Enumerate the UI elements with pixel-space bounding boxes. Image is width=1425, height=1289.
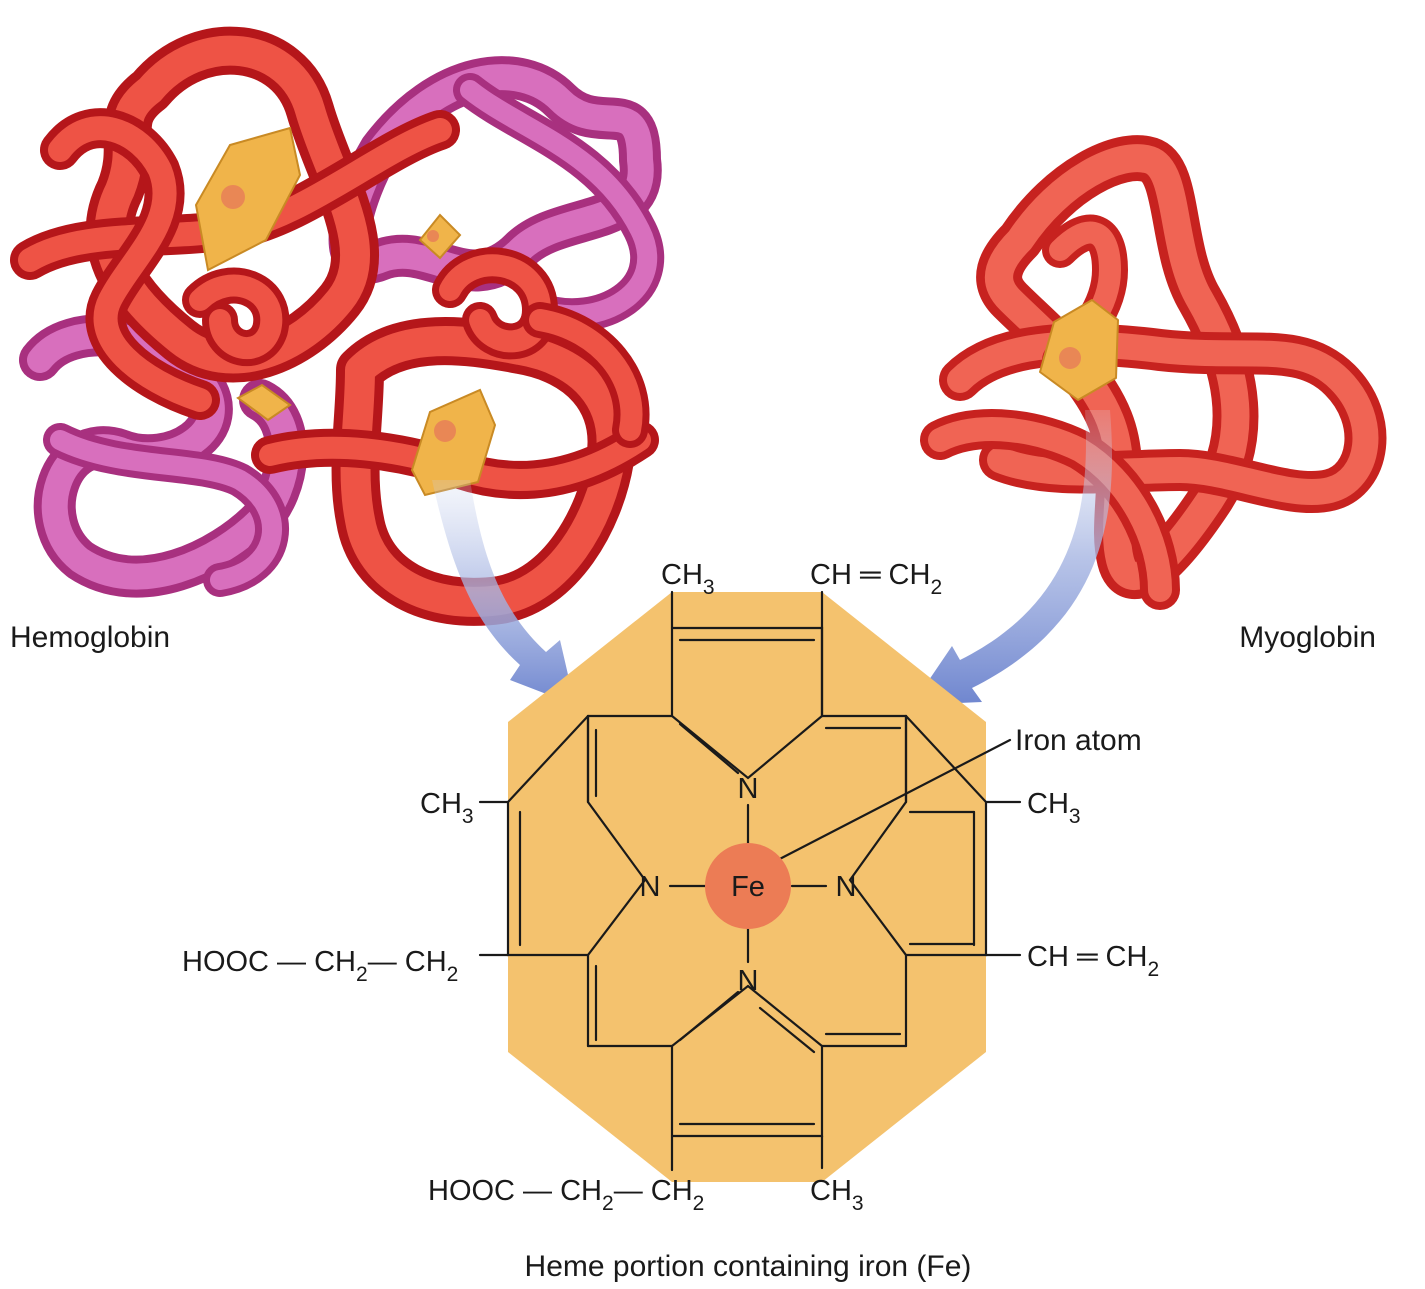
svg-text:CH ═ CH2: CH ═ CH2: [1027, 941, 1159, 981]
group-text: CH ═ CH: [1027, 941, 1147, 973]
svg-text:CH ═ CH2: CH ═ CH2: [810, 559, 942, 599]
heme-structure: Fe N N N N CH3 CH ═ CH2 CH3 HOOC — CH2— …: [182, 559, 1159, 1215]
group-right-lower: CH ═ CH2: [1027, 941, 1159, 981]
hemoglobin-heme-groups: [194, 126, 497, 497]
group-bottom-right: CH3: [810, 1175, 864, 1215]
group-subscript: 2: [930, 576, 942, 599]
svg-text:CH3: CH3: [661, 559, 715, 599]
group-text: CH ═ CH: [810, 559, 930, 591]
heme-iron-dot: [427, 230, 439, 242]
group-subscript: 2: [1147, 958, 1159, 981]
group-text: — CH: [614, 1175, 693, 1207]
hemoglobin-label: Hemoglobin: [10, 621, 170, 654]
group-text: HOOC — CH: [182, 946, 356, 978]
heme-iron-dot: [221, 185, 245, 209]
group-text: HOOC — CH: [428, 1175, 602, 1207]
group-subscript: 2: [356, 963, 368, 986]
group-subscript: 2: [602, 1192, 614, 1215]
nitrogen-right: N: [836, 871, 857, 903]
hemoglobin-illustration: [10, 26, 664, 626]
group-text: CH: [661, 559, 703, 591]
myoglobin-label: Myoglobin: [1239, 621, 1376, 654]
group-text: CH: [420, 788, 462, 820]
svg-text:CH3: CH3: [1027, 788, 1081, 828]
group-top-right: CH ═ CH2: [810, 559, 942, 599]
group-text: — CH: [368, 946, 447, 978]
nitrogen-left: N: [640, 871, 661, 903]
group-subscript: 2: [447, 963, 459, 986]
myoglobin-illustration: [920, 135, 1387, 610]
nitrogen-bottom: N: [738, 965, 759, 997]
group-subscript: 2: [693, 1192, 705, 1215]
group-left-lower: HOOC — CH2— CH2: [182, 946, 458, 986]
svg-text:HOOC — CH2— CH2: HOOC — CH2— CH2: [428, 1175, 704, 1215]
group-left-upper: CH3: [420, 788, 474, 828]
group-subscript: 3: [1069, 805, 1081, 828]
group-bottom-left: HOOC — CH2— CH2: [428, 1175, 704, 1215]
left-arrow: [432, 480, 575, 705]
group-subscript: 3: [852, 1192, 864, 1215]
nitrogen-top: N: [738, 773, 759, 805]
group-subscript: 3: [703, 576, 715, 599]
group-text: CH: [1027, 788, 1069, 820]
iron-atom: [705, 843, 791, 929]
svg-text:HOOC — CH2— CH2: HOOC — CH2— CH2: [182, 946, 458, 986]
group-top-left: CH3: [661, 559, 715, 599]
iron-atom-label: Iron atom: [1015, 724, 1142, 757]
right-arrow: [912, 410, 1113, 705]
svg-text:CH3: CH3: [810, 1175, 864, 1215]
svg-text:CH3: CH3: [420, 788, 474, 828]
group-right-upper: CH3: [1027, 788, 1081, 828]
heme-iron-dot: [434, 420, 456, 442]
fe-symbol: Fe: [731, 871, 765, 903]
ring-bonds: [478, 590, 1022, 1172]
hemoglobin-alpha-chains: [10, 26, 659, 626]
group-subscript: 3: [462, 805, 474, 828]
heme-iron-dot: [1059, 347, 1081, 369]
group-text: CH: [810, 1175, 852, 1207]
diagram-caption: Heme portion containing iron (Fe): [525, 1250, 972, 1283]
